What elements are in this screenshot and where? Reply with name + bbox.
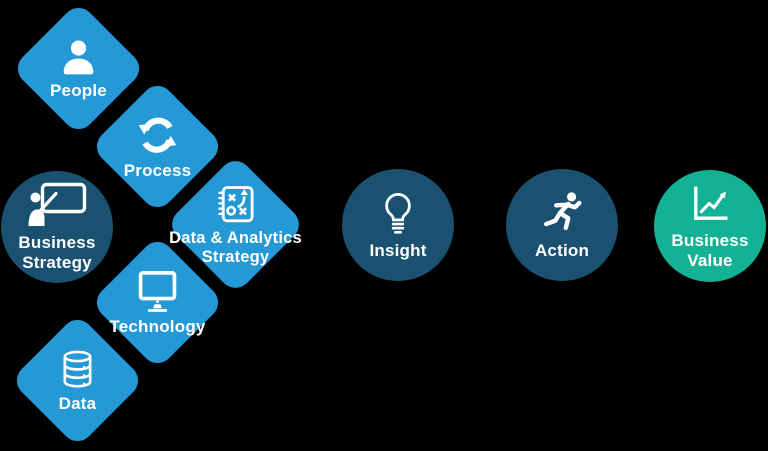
circle-business-value: Business Value (654, 170, 766, 282)
sync-arrows-icon (138, 116, 176, 152)
user-icon (63, 39, 93, 74)
database-icon (63, 349, 91, 387)
growth-chart-icon (694, 186, 728, 220)
circle-business-strategy: Business Strategy (1, 171, 113, 283)
diamond-label: Data (58, 393, 96, 413)
presenter-whiteboard-icon (28, 182, 87, 227)
diamond-data: Data (9, 312, 145, 448)
circle-insight: Insight (342, 169, 454, 281)
lightbulb-icon (385, 192, 411, 234)
diamond-technology: Technology (89, 234, 225, 370)
diamond-data-analytics-strategy: Data & Analytics Strategy (164, 153, 306, 295)
strategy-plan-icon (217, 185, 254, 222)
running-person-icon (543, 192, 582, 230)
diamond-process: Process (89, 78, 225, 214)
circle-action: Action (506, 169, 618, 281)
circle-label: Business Value (671, 231, 749, 270)
circle-label: Insight (369, 240, 427, 260)
circle-label: Action (534, 240, 590, 260)
circle-label: Business Strategy (18, 233, 96, 272)
diamond-people: People (10, 0, 146, 136)
monitor-icon (138, 270, 176, 312)
